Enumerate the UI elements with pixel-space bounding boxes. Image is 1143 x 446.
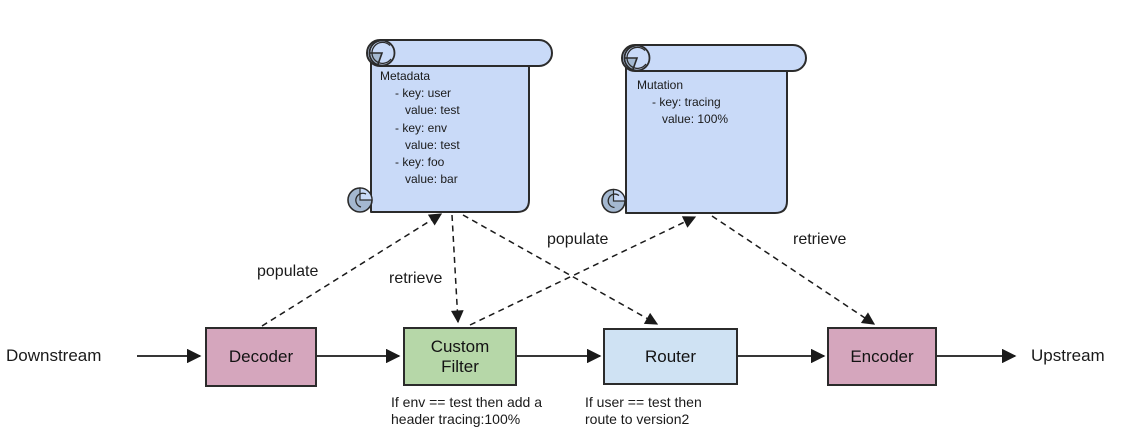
router-caption: If user == test then route to version2: [585, 394, 702, 427]
metadata-line: value: bar: [405, 172, 458, 187]
decoder-node-label: Decoder: [228, 347, 294, 367]
mutation-scroll-shape: [601, 44, 807, 214]
custom-filter-node: Custom Filter: [403, 327, 517, 386]
metadata-line: value: test: [405, 137, 460, 152]
metadata-line: - key: env: [395, 120, 448, 135]
decoder-node: Decoder: [205, 327, 317, 387]
custom-filter-caption: If env == test then add a header tracing…: [391, 394, 542, 427]
mutation-line: - key: tracing: [652, 95, 721, 110]
edge-label-populate-decoder: populate: [257, 263, 319, 280]
metadata-scroll-text: Metadata - key: user value: test - key: …: [380, 68, 460, 188]
encoder-node: Encoder: [827, 327, 937, 386]
metadata-scroll-shape: [347, 39, 553, 213]
metadata-line: - key: foo: [395, 155, 445, 170]
dashed-arrow-decoder-populate-metadata: [261, 213, 443, 327]
downstream-label: Downstream: [6, 346, 102, 365]
router-node: Router: [603, 328, 738, 385]
metadata-line: value: test: [405, 103, 460, 118]
metadata-line: - key: user: [395, 86, 452, 101]
edge-label-populate-filter: populate: [547, 231, 609, 248]
metadata-title: Metadata: [380, 69, 431, 83]
mutation-line: value: 100%: [662, 112, 729, 127]
mutation-scroll-top-curl: [623, 44, 651, 72]
mutation-scroll-text: Mutation - key: tracing value: 100%: [637, 77, 728, 129]
mutation-title: Mutation: [637, 78, 684, 92]
metadata-scroll-bottom-curl: [347, 187, 373, 213]
edge-label-retrieve-encoder: retrieve: [793, 231, 847, 248]
upstream-label: Upstream: [1031, 346, 1105, 365]
dashed-arrow-mutation-retrieve-encoder: [711, 215, 876, 325]
mutation-scroll-bottom-curl: [601, 188, 626, 214]
dashed-arrow-metadata-to-router: [462, 214, 659, 325]
router-node-label: Router: [644, 346, 697, 366]
edge-label-retrieve-filter: retrieve: [389, 270, 443, 287]
encoder-node-label: Encoder: [850, 346, 914, 366]
custom-filter-node-label: Custom Filter: [430, 337, 490, 376]
metadata-scroll-top-curl: [368, 39, 396, 67]
dashed-arrow-metadata-retrieve-filter: [450, 214, 464, 324]
